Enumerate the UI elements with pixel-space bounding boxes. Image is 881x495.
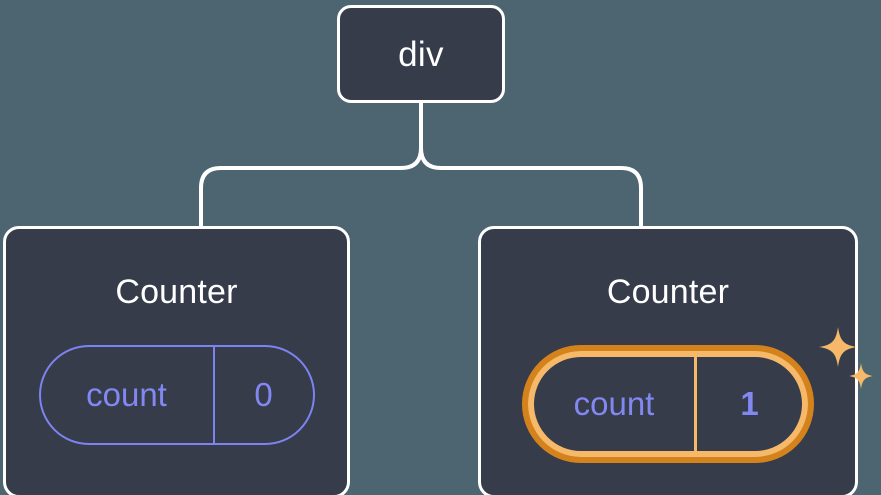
sparkles-group xyxy=(819,327,873,389)
state-key-left: count xyxy=(41,347,215,443)
node-div-label: div xyxy=(398,34,444,74)
sparkle-large-icon xyxy=(819,327,857,367)
node-counter-left-label: Counter xyxy=(115,273,238,311)
node-counter-right-label: Counter xyxy=(606,273,730,311)
state-key-right: count xyxy=(534,357,697,451)
state-pill-left-wrapper: count 0 xyxy=(38,345,315,445)
state-pill-right-inner-ring: count 1 xyxy=(528,351,808,457)
sparkle-small-icon xyxy=(849,363,873,389)
node-counter-left[interactable]: Counter count 0 xyxy=(3,226,350,495)
node-counter-right[interactable]: Counter count 1 xyxy=(478,226,873,495)
node-div[interactable]: div xyxy=(337,5,505,103)
state-pill-left[interactable]: count 0 xyxy=(38,345,315,445)
state-value-left: 0 xyxy=(254,376,273,413)
connector-to-right-counter xyxy=(419,101,643,228)
connector-to-left-counter xyxy=(199,101,423,228)
state-pill-right[interactable]: count 1 xyxy=(522,345,814,463)
state-value-right: 1 xyxy=(740,385,759,422)
state-pill-right-wrapper: count 1 xyxy=(522,327,873,463)
